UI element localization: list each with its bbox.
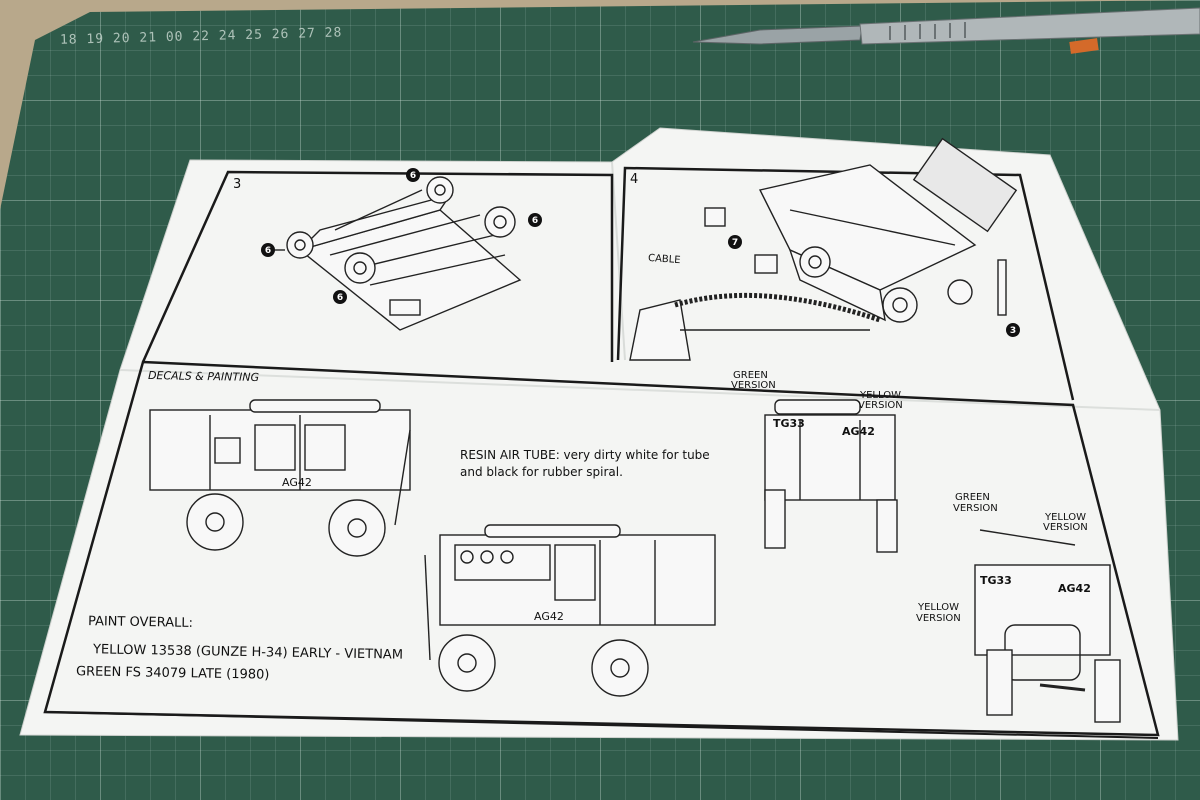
left-side-view-drawing bbox=[149, 399, 411, 557]
callout-6-d: 6 bbox=[337, 293, 343, 303]
front-green-version-line1: GREEN bbox=[733, 370, 768, 381]
rear-view-drawing bbox=[974, 529, 1121, 723]
rear-yellow-version-line2: VERSION bbox=[1043, 522, 1088, 533]
front-green-version-line2: VERSION bbox=[731, 380, 776, 391]
callout-3: 3 bbox=[1010, 326, 1016, 336]
decals-painting-title: DECALS & PAINTING bbox=[147, 369, 260, 384]
cable-label: CABLE bbox=[647, 252, 681, 267]
tail-code-center: AG42 bbox=[534, 610, 564, 623]
rear-code-right: AG42 bbox=[1058, 582, 1091, 595]
part-callout-markers bbox=[261, 168, 1020, 337]
step3-frame bbox=[141, 170, 614, 363]
right-side-view-drawing bbox=[424, 524, 716, 697]
front-yellow-version-line1: YELLOW bbox=[860, 390, 901, 401]
front-view-drawing bbox=[764, 399, 898, 553]
rear-yellow-version-left-line2: VERSION bbox=[916, 613, 961, 624]
resin-note-line1: RESIN AIR TUBE: very dirty white for tub… bbox=[460, 448, 710, 462]
rear-yellow-version-left-line1: YELLOW bbox=[918, 602, 959, 613]
decals-frame bbox=[43, 360, 1160, 737]
step4-vehicle-drawing bbox=[629, 137, 1018, 361]
step4-frame bbox=[616, 166, 1075, 401]
rear-code-left: TG33 bbox=[980, 574, 1012, 587]
step3-vehicle-drawing bbox=[270, 176, 522, 331]
tail-code-left: AG42 bbox=[282, 476, 312, 489]
callout-7: 7 bbox=[732, 238, 738, 248]
rear-green-version-line1: GREEN bbox=[955, 492, 990, 503]
callout-6-b: 6 bbox=[532, 216, 538, 226]
rear-yellow-version-line1: YELLOW bbox=[1045, 512, 1086, 523]
resin-note-line2: and black for rubber spiral. bbox=[460, 465, 623, 479]
rear-green-version-line2: VERSION bbox=[953, 503, 998, 514]
callout-6-a: 6 bbox=[410, 171, 416, 181]
front-code-left: TG33 bbox=[773, 417, 805, 430]
front-code-right: AG42 bbox=[842, 425, 875, 438]
step3-number: 3 bbox=[233, 177, 242, 192]
callout-6-c: 6 bbox=[265, 246, 271, 256]
front-yellow-version-line2: VERSION bbox=[858, 400, 903, 411]
step4-number: 4 bbox=[630, 172, 639, 187]
paint-overall-heading: PAINT OVERALL: bbox=[87, 614, 194, 631]
